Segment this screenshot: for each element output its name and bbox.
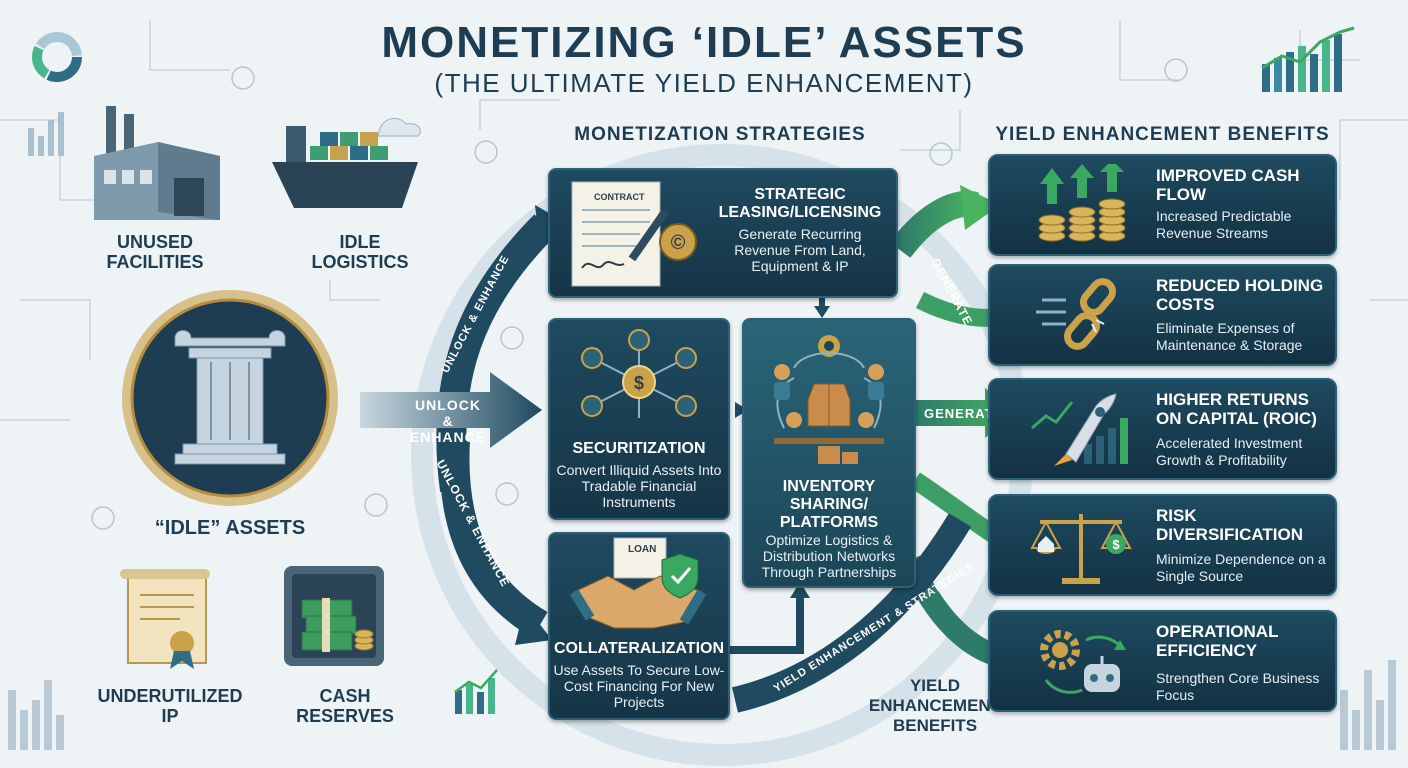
benefit-desc: Increased Predictable Revenue Streams [1156, 208, 1292, 241]
idle-assets-emblem [122, 290, 338, 506]
securitization-card: $ SECURITIZATION Convert Illiquid Assets… [548, 318, 730, 520]
page-title: MONETIZING ‘IDLE’ ASSETS [381, 18, 1027, 67]
unused-facilities-label: UNUSED FACILITIES [106, 232, 204, 272]
cash-reserves-label: CASH RESERVES [296, 686, 394, 726]
scroll-certificate-icon [120, 569, 210, 669]
loan-doc-label: LOAN [628, 544, 657, 555]
inventory-title: INVENTORY SHARING/ PLATFORMS [779, 478, 879, 531]
leasing-title: STRATEGIC LEASING/LICENSING [718, 186, 882, 221]
benefit-desc: Eliminate Expenses of Maintenance & Stor… [1156, 320, 1303, 353]
broken-chain-icon [1036, 278, 1116, 350]
leasing-card: © CONTRACT STRATEGIC LEASING/LICENSING G… [548, 168, 898, 298]
contract-icon: © [571, 181, 697, 287]
benefit-title: REDUCED HOLDING COSTS [1156, 276, 1324, 314]
collateral-desc: Use Assets To Secure Low-Cost Financing … [553, 662, 725, 710]
gear-robot-icon [1040, 630, 1126, 694]
yield-benefits-footer-label: YIELD ENHANCEMENT BENEFITS [868, 676, 1002, 735]
strategies-heading: MONETIZATION STRATEGIES [574, 124, 866, 145]
benefit-card-efficiency: OPERATIONAL EFFICIENCY Strengthen Core B… [988, 610, 1337, 712]
benefit-title: OPERATIONAL EFFICIENCY [1156, 622, 1279, 660]
securitization-desc: Convert Illiquid Assets Into Tradable Fi… [556, 462, 722, 510]
contract-doc-label: CONTRACT [594, 192, 645, 202]
benefit-desc: Strengthen Core Business Focus [1156, 670, 1320, 703]
svg-text:$: $ [1112, 537, 1120, 552]
cargo-ship-icon [272, 118, 421, 208]
team-boxes-icon [774, 335, 884, 464]
benefits-heading: YIELD ENHANCEMENT BENEFITS [995, 124, 1330, 145]
benefit-title: IMPROVED CASH FLOW [1156, 166, 1300, 204]
svg-text:$: $ [634, 373, 644, 393]
leasing-desc: Generate Recurring Revenue From Land, Eq… [734, 226, 866, 274]
inventory-card: INVENTORY SHARING/ PLATFORMS Optimize Lo… [742, 318, 916, 588]
benefit-desc: Minimize Dependence on a Single Source [1156, 551, 1326, 584]
generate-mid-label: GENERATE [924, 406, 1004, 421]
network-coin-icon: $ [581, 329, 697, 418]
benefit-card-cash-flow: IMPROVED CASH FLOW Increased Predictable… [988, 154, 1337, 256]
balance-scale-icon: $ [1030, 514, 1132, 584]
benefit-desc: Accelerated Investment Growth & Profitab… [1156, 435, 1303, 468]
inventory-desc: Optimize Logistics & Distribution Networ… [761, 532, 897, 580]
handshake-loan-icon [569, 537, 707, 629]
idle-logistics-label: IDLE LOGISTICS [311, 232, 409, 272]
underutilized-ip-label: UNDERUTILIZED IP [97, 686, 243, 726]
benefit-title: RISK DIVERSIFICATION [1156, 506, 1304, 544]
idle-assets-label: “IDLE” ASSETS [154, 517, 306, 539]
benefit-card-holding-costs: REDUCED HOLDING COSTS Eliminate Expenses… [988, 264, 1337, 366]
benefit-title: HIGHER RETURNS ON CAPITAL (ROIC) [1156, 390, 1317, 428]
page-subtitle: (THE ULTIMATE YIELD ENHANCEMENT) [434, 68, 974, 98]
collateral-title: COLLATERALIZATION [553, 640, 725, 657]
svg-text:©: © [671, 232, 686, 254]
collateral-card: LOAN COLLATERALIZATION Use Assets To Sec… [548, 532, 730, 720]
safe-cash-icon [284, 566, 384, 666]
securitization-title: SECURITIZATION [572, 440, 706, 457]
benefit-card-risk: $ RISK DIVERSIFICATION Minimize Dependen… [988, 494, 1337, 596]
unlock-enhance-main-label: UNLOCK & ENHANCE [409, 397, 487, 445]
factory-icon [94, 106, 220, 220]
coins-growth-icon [1038, 164, 1126, 242]
benefit-card-roic: HIGHER RETURNS ON CAPITAL (ROIC) Acceler… [988, 378, 1337, 480]
rocket-icon [1031, 393, 1128, 466]
